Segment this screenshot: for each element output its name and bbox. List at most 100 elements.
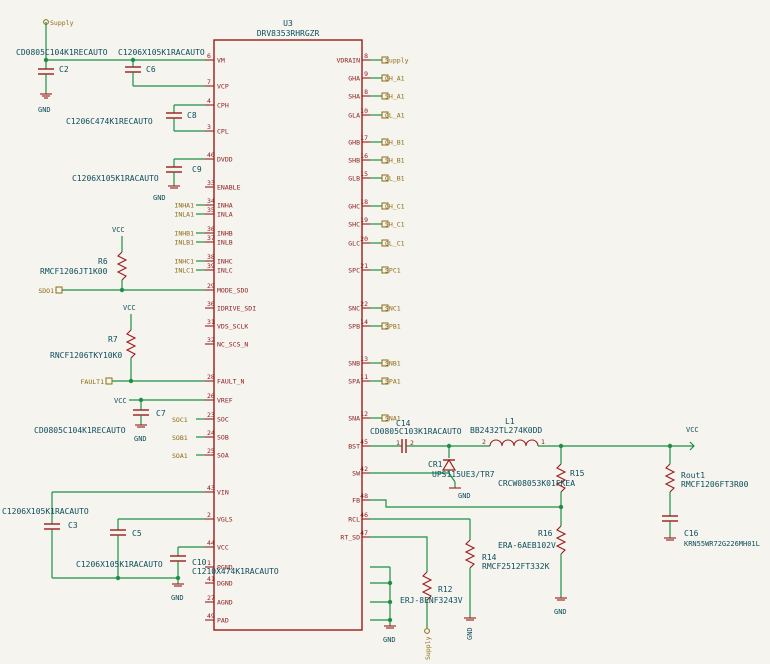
- c9-value: C1206X105K1RACAUTO: [72, 174, 159, 183]
- right-net-label: GL_B1: [385, 175, 405, 183]
- r7-value: RNCF1206TKY10K0: [50, 351, 122, 360]
- vcc-label-c7: VCC: [114, 397, 127, 405]
- gnd-label-c7: GND: [134, 435, 147, 443]
- left-pin-name: PAD: [217, 617, 229, 625]
- right-pin-number: 45: [360, 438, 368, 446]
- net-flag: [381, 202, 389, 210]
- net-flag: [381, 377, 389, 385]
- left-pin-name: INLC: [217, 267, 233, 275]
- c3-ref: C3: [68, 521, 78, 530]
- right-pin-name: SPC: [348, 267, 360, 275]
- resistor-r6: VCC R6 RMCF1206JT1K00: [40, 226, 128, 293]
- net-flag: [381, 359, 389, 367]
- supply-net-label: Supply: [50, 19, 74, 27]
- c14-pin2: 2: [410, 439, 414, 447]
- right-pin-name: SNB: [348, 360, 360, 368]
- right-net-label: Supply: [385, 57, 409, 65]
- c5-value: C1206X105K1RACAUTO: [76, 560, 163, 569]
- vcc-label-output: VCC: [686, 426, 699, 434]
- net-flag: [381, 414, 389, 422]
- left-pin-name: ENABLE: [217, 184, 241, 192]
- input-net-label: INLB1: [174, 239, 194, 247]
- resistor-r16: GND R16 ERA-6AEB102V: [498, 525, 567, 616]
- c7-ref: C7: [156, 409, 166, 418]
- left-pin-number: 44: [207, 539, 215, 547]
- left-pin-name: VIN: [217, 489, 229, 497]
- right-net-label: GH_B1: [385, 139, 405, 147]
- right-pin-name: GHA: [348, 75, 360, 83]
- gnd-label-c2: GND: [38, 106, 51, 114]
- sdo-net-label: SDO1: [38, 287, 54, 295]
- right-net-label: SH_B1: [385, 157, 405, 165]
- capacitor-c16: C16 KRN55WR72G226MH01L: [662, 515, 760, 548]
- left-pin-number: 35: [207, 206, 215, 214]
- left-pin-number: 37: [207, 234, 215, 242]
- c9-ref: C9: [192, 165, 202, 174]
- r16-ref: R16: [538, 529, 553, 538]
- net-flag: [381, 92, 389, 100]
- left-pin-number: 33: [207, 179, 215, 187]
- right-net-label: SPA1: [385, 378, 401, 386]
- left-pin-name: CPL: [217, 128, 229, 136]
- left-pin-name: INLB: [217, 239, 233, 247]
- right-pin-name: SNA: [348, 415, 360, 423]
- resistor-r7: VCC R7 RNCF1206TKY10K0: [50, 304, 137, 384]
- c6-ref: C6: [146, 65, 156, 74]
- cr1-value: UPS115UE3/TR7: [432, 470, 495, 479]
- right-net-label: SNA1: [385, 415, 401, 423]
- c8-value: C1206C474K1RECAUTO: [66, 117, 153, 126]
- right-pin-name: GLC: [348, 240, 360, 248]
- right-pin-name: RT_SD: [340, 534, 360, 542]
- left-pin-name: VM: [217, 57, 225, 65]
- left-pin-number: 27: [207, 594, 215, 602]
- left-pin-number: 4: [207, 97, 211, 105]
- c3-value: C1206X105K1RACAUTO: [2, 507, 89, 516]
- right-net-label: SNC1: [385, 305, 401, 313]
- r15-value: CRCW08053K01FKEA: [498, 479, 575, 488]
- gnd-label-pgnd: GND: [383, 636, 396, 644]
- left-pin-number: 6: [207, 52, 211, 60]
- ic-part: DRV8353RHRGZR: [257, 29, 320, 38]
- input-net-label: INHC1: [174, 258, 194, 266]
- left-pin-number: 40: [207, 151, 215, 159]
- right-pin-number: 42: [360, 465, 368, 473]
- left-pin-name: INHA: [217, 202, 233, 210]
- supply-flag-top: Supply: [43, 19, 74, 60]
- right-pin-number: 8: [364, 52, 368, 60]
- right-pin-number: 48: [360, 492, 368, 500]
- left-pin-name: CPH: [217, 102, 229, 110]
- left-pin-number: 34: [207, 197, 215, 205]
- gnd-label-c9: GND: [153, 194, 166, 202]
- right-net-label: GH_A1: [385, 75, 405, 83]
- right-pin-name: RCL: [348, 516, 360, 524]
- left-pin-number: 24: [207, 429, 215, 437]
- right-pin-name: SHB: [348, 157, 360, 165]
- sdo-net: SDO1: [38, 286, 63, 295]
- left-pin-name: DVDD: [217, 156, 233, 164]
- left-pin-number: 23: [207, 411, 215, 419]
- gnd-label-vin: GND: [171, 594, 184, 602]
- right-net-label: SPB1: [385, 323, 401, 331]
- so-nets: SOC1 SOB1 SOA1: [172, 416, 205, 460]
- input-net-label: INLA1: [174, 211, 194, 219]
- diode-cr1: GND CR1 UPS115UE3/TR7: [428, 446, 495, 500]
- c14-value: CD0805C103K1RACAUTO: [370, 427, 462, 436]
- left-pin-number: 25: [207, 447, 215, 455]
- left-pin-name: INHC: [217, 258, 233, 266]
- right-pin-name: GLA: [348, 112, 360, 120]
- input-net-label: INHB1: [174, 230, 194, 238]
- right-pin-name: GHB: [348, 139, 360, 147]
- rout1-value: RMCF1206FT3R00: [681, 480, 749, 489]
- vcc-label-r6: VCC: [112, 226, 125, 234]
- ic-ref: U3: [283, 19, 293, 28]
- net-flag: [381, 220, 389, 228]
- left-pin-name: AGND: [217, 599, 233, 607]
- right-pin-number: 13: [360, 355, 368, 363]
- right-pin-name: GLB: [348, 175, 360, 183]
- right-pin-name: GHC: [348, 203, 360, 211]
- right-pin-name: SHC: [348, 221, 360, 229]
- left-pin-name: DGND: [217, 580, 233, 588]
- net-flag: [381, 322, 389, 330]
